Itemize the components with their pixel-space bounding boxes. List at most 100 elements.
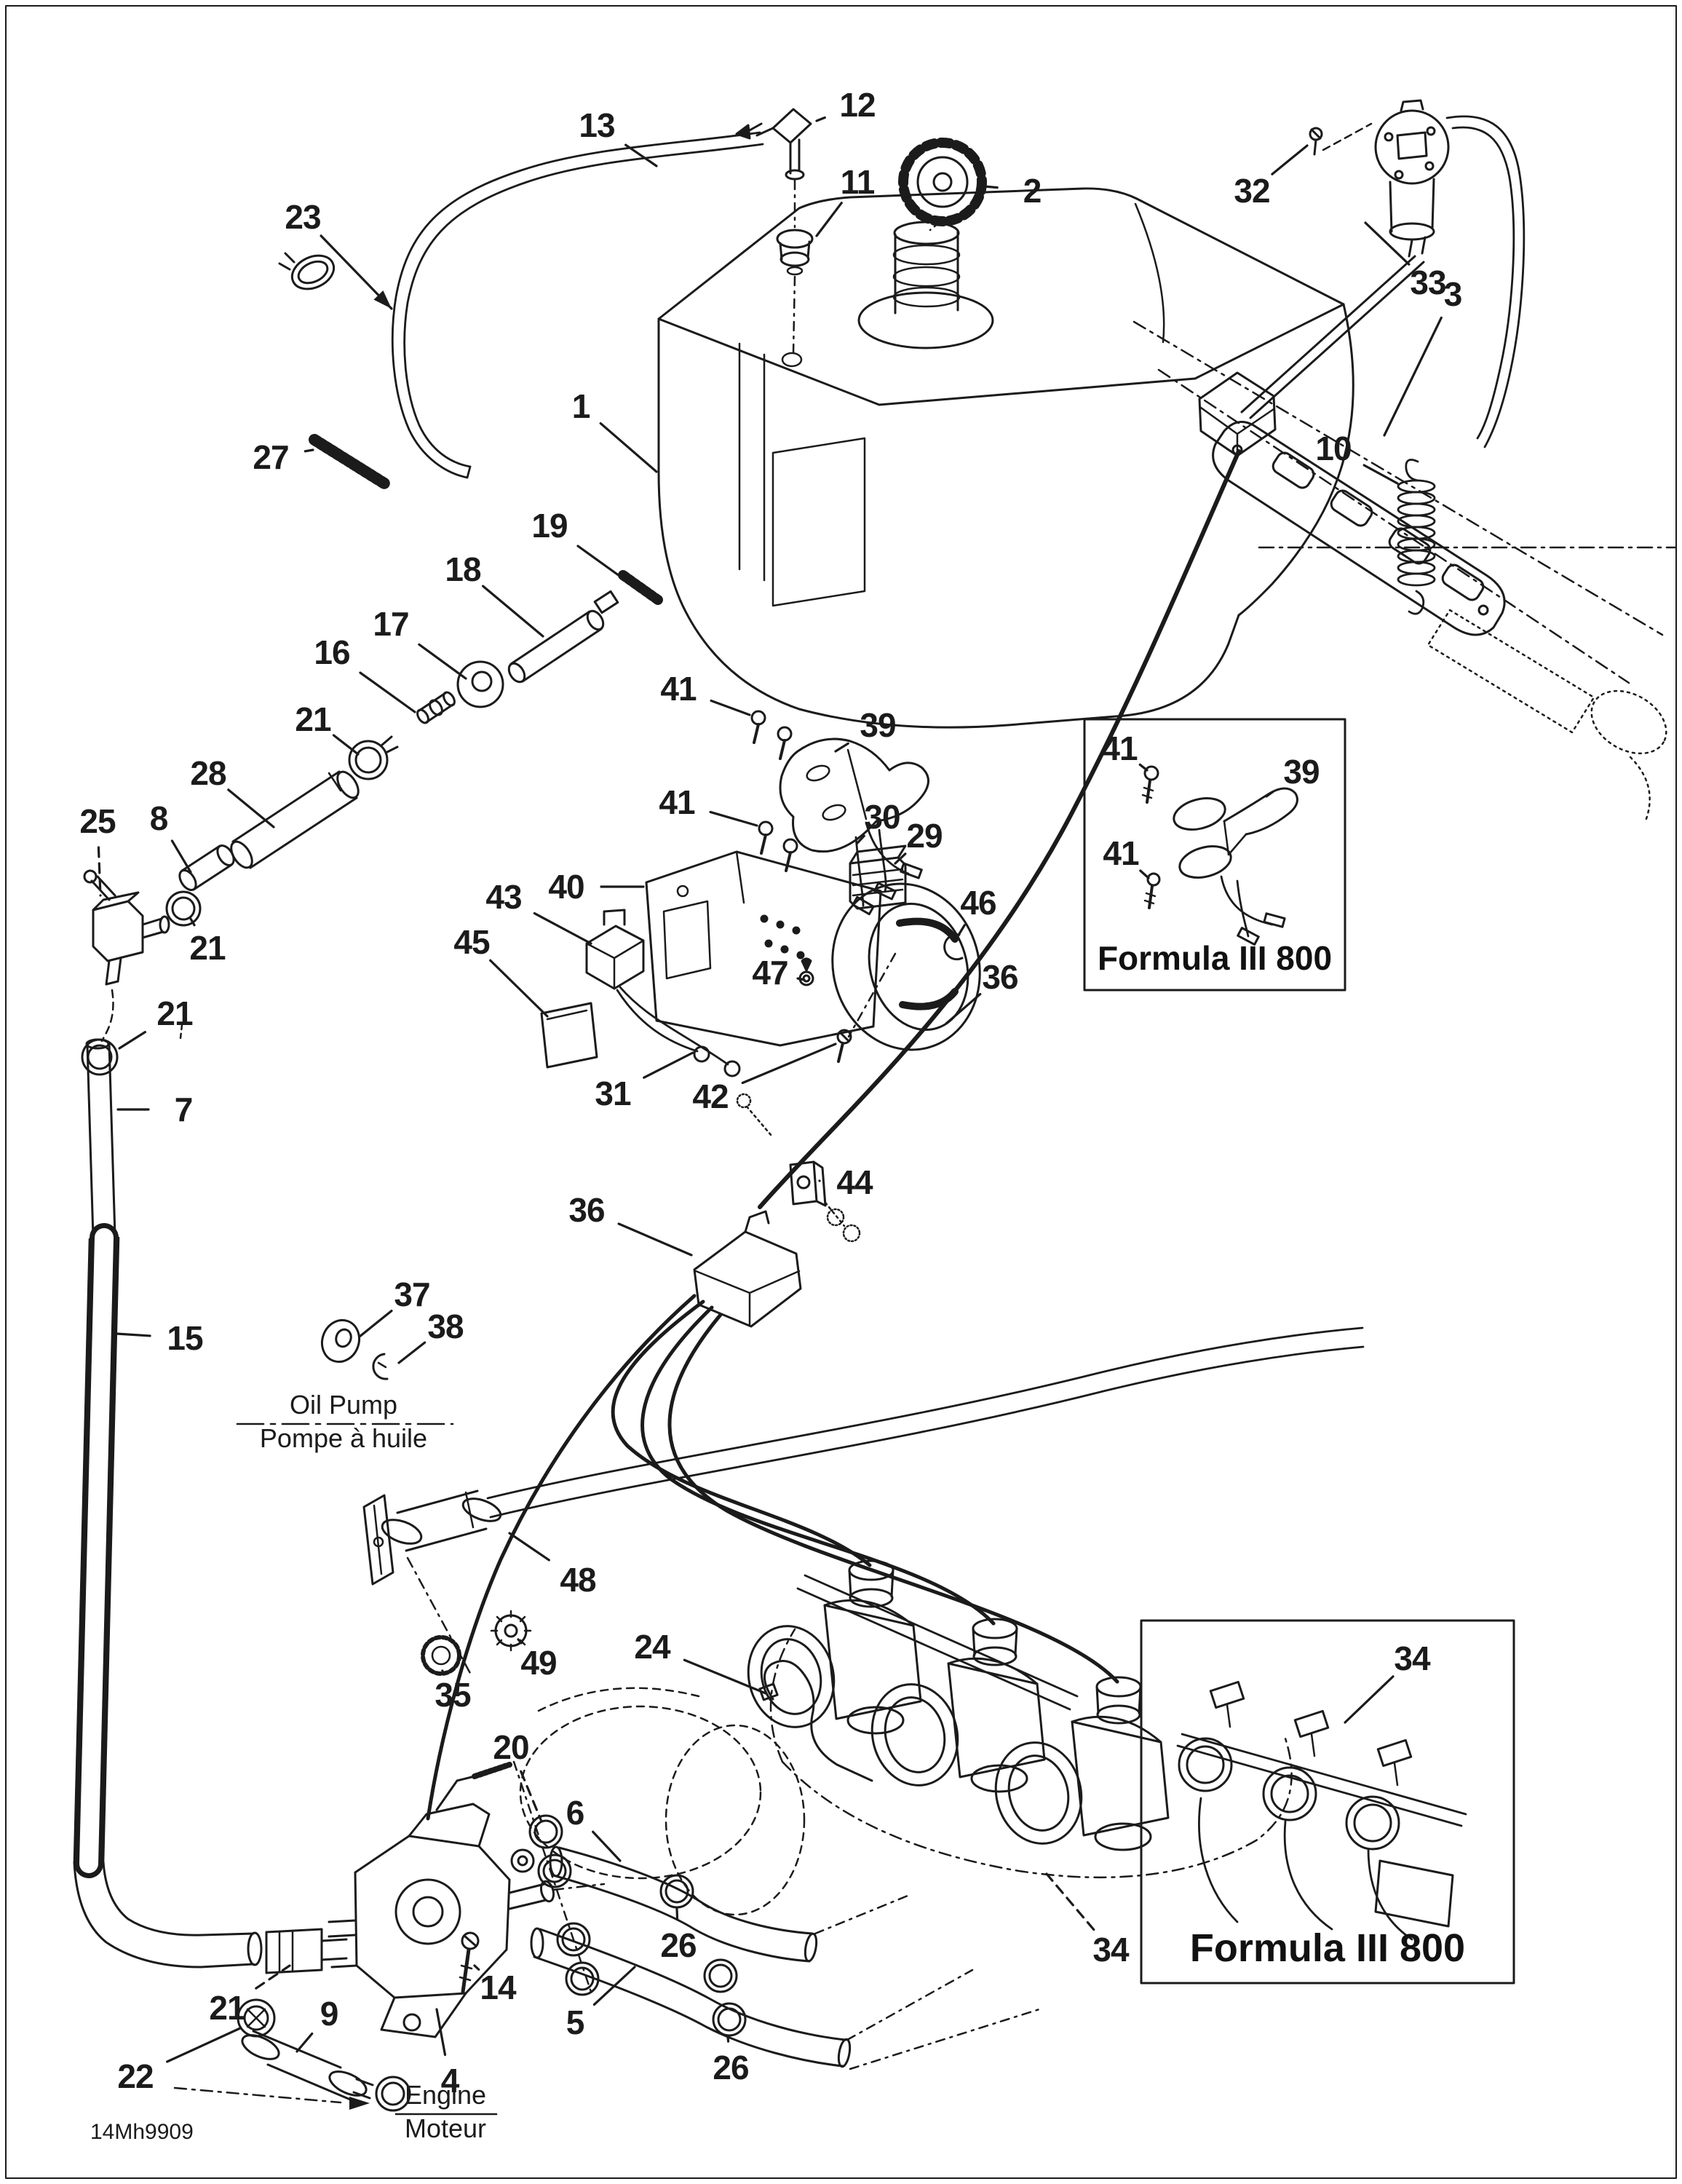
callout-22: 22 (117, 2027, 242, 2095)
leader-line (599, 422, 658, 473)
leader-line (983, 185, 999, 189)
leader-line (255, 1964, 291, 1990)
gasket-strip (1212, 421, 1506, 636)
leader-line (1271, 144, 1309, 175)
callout-21: 21 (189, 917, 226, 967)
callout-number: 22 (117, 2057, 153, 2095)
callout-number: 45 (453, 923, 490, 961)
callout-number: 27 (253, 438, 288, 476)
leader-line (295, 2032, 314, 2053)
callout-11: 11 (815, 163, 876, 237)
sensor-43 (585, 909, 741, 1077)
note-line: Oil Pump (290, 1390, 397, 1420)
leader-line (227, 788, 275, 828)
callout-number: 19 (531, 507, 567, 545)
frame-ghost-lines (1132, 320, 1677, 824)
leader-line (709, 810, 758, 827)
leader-line (166, 2027, 242, 2063)
leader-line (517, 1638, 523, 1645)
callout-5: 5 (566, 1966, 636, 2041)
callout-number: 49 (520, 1644, 556, 1682)
leader-line (1045, 1872, 1095, 1931)
callout-31: 31 (595, 1051, 694, 1112)
callout-number: 36 (982, 958, 1017, 996)
callout-number: 32 (1234, 172, 1269, 210)
note-line: 14Mh9909 (90, 2120, 194, 2144)
leader-line (473, 1964, 480, 1971)
leader-line (118, 1031, 147, 1050)
leader-line (170, 839, 192, 874)
callout-27: 27 (253, 438, 314, 476)
callout-number: 34 (1092, 1931, 1130, 1969)
leader-line (1138, 763, 1149, 772)
leader-line (624, 143, 658, 167)
callout-10: 10 (1315, 430, 1399, 485)
fuel-hoses-5-6 (512, 1760, 1041, 2070)
callout-26: 26 (660, 1907, 697, 1964)
leader-line (683, 1658, 767, 1695)
callout-number: 24 (634, 1628, 671, 1666)
leader-line (397, 1341, 427, 1364)
callout-34: 34 (1344, 1639, 1432, 1724)
callout-number: 10 (1315, 430, 1351, 467)
inset-border (1140, 1619, 1515, 1985)
leader-line (97, 846, 102, 897)
bracket-39 (779, 737, 929, 853)
cable-clamp-44 (736, 1093, 861, 1243)
callout-number: 34 (1394, 1639, 1431, 1677)
callout-19: 19 (531, 507, 626, 581)
callout-20: 20 (493, 1728, 543, 1823)
leader-line (189, 917, 196, 927)
note-line: Moteur (405, 2113, 486, 2143)
leader-line (576, 545, 626, 581)
leader-line (1344, 1675, 1395, 1724)
callout-13: 13 (579, 106, 658, 167)
callout-number: 42 (692, 1077, 728, 1115)
leader-line (304, 448, 314, 453)
callout-9: 9 (295, 1995, 338, 2053)
callout-36: 36 (568, 1191, 693, 1257)
callout-42: 42 (692, 1042, 837, 1115)
inset-bottom-content (1176, 1680, 1467, 1941)
callout-41: 41 (659, 783, 758, 827)
fuel-valve-line (83, 570, 663, 1042)
main-cable-36 (426, 449, 1241, 1821)
callout-number: 5 (566, 2003, 584, 2041)
callout-7: 7 (116, 1091, 193, 1128)
callout-number: 41 (1101, 729, 1138, 767)
vent-elbow-fitting (735, 108, 812, 229)
callout-16: 16 (314, 633, 416, 713)
callout-number: 21 (209, 1989, 245, 2027)
callout-number: 21 (189, 929, 226, 967)
callout-26: 26 (713, 2035, 750, 2086)
callout-21: 21 (118, 994, 194, 1050)
callout-number: 25 (79, 802, 116, 840)
callout-number: 26 (713, 2049, 748, 2086)
callout-number: 41 (659, 783, 695, 821)
fuel-gauge-housing (645, 850, 981, 1051)
leader-line (441, 1669, 445, 1676)
callout-number: 37 (394, 1275, 429, 1313)
leader-line (520, 1770, 543, 1823)
callout-21: 21 (295, 700, 360, 756)
leader-line (115, 1332, 151, 1337)
leader-line (435, 2008, 447, 2057)
callout-number: 33 (1410, 264, 1445, 301)
callout-number: 30 (864, 798, 900, 836)
grommet-47 (798, 957, 814, 986)
callout-48: 48 (508, 1532, 597, 1599)
callout-number: 39 (860, 706, 895, 744)
callout-1: 1 (572, 387, 658, 473)
leader-line (358, 1309, 393, 1338)
leader-line (956, 924, 966, 938)
callout-41: 41 (1101, 729, 1149, 772)
pickup-hose-48 (362, 1326, 1365, 1677)
engine-arrow (173, 2086, 370, 2110)
callout-number: 4 (441, 2062, 460, 2100)
oil-pump (328, 1687, 806, 2038)
leader-line (1383, 316, 1443, 437)
